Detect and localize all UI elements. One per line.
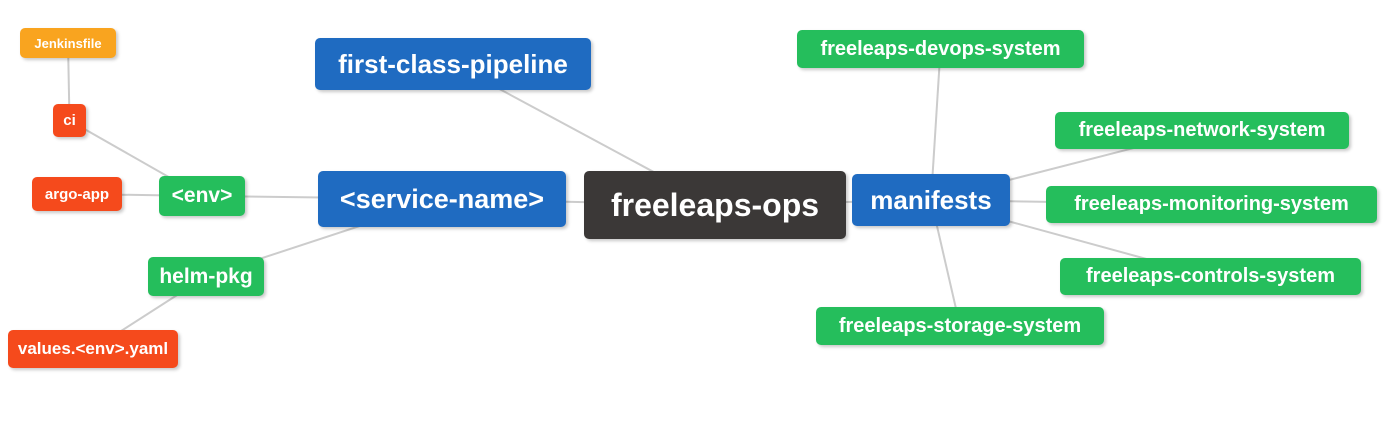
node-manifests: manifests bbox=[852, 174, 1010, 226]
node-freeleaps-controls-system: freeleaps-controls-system bbox=[1060, 258, 1361, 295]
node-freeleaps-devops-system: freeleaps-devops-system bbox=[797, 30, 1084, 68]
node-freeleaps-network-system: freeleaps-network-system bbox=[1055, 112, 1349, 149]
node-freeleaps-storage-system: freeleaps-storage-system bbox=[816, 307, 1104, 345]
node-helm-pkg: helm-pkg bbox=[148, 257, 264, 296]
node-values-env-yaml: values.<env>.yaml bbox=[8, 330, 178, 368]
node-argo-app: argo-app bbox=[32, 177, 122, 211]
node-env: <env> bbox=[159, 176, 245, 216]
node-freeleaps-ops: freeleaps-ops bbox=[584, 171, 846, 239]
node-jenkinsfile: Jenkinsfile bbox=[20, 28, 116, 58]
node-ci: ci bbox=[53, 104, 86, 137]
node-freeleaps-monitoring-system: freeleaps-monitoring-system bbox=[1046, 186, 1377, 223]
node-first-class-pipeline: first-class-pipeline bbox=[315, 38, 591, 90]
node-service-name: <service-name> bbox=[318, 171, 566, 227]
